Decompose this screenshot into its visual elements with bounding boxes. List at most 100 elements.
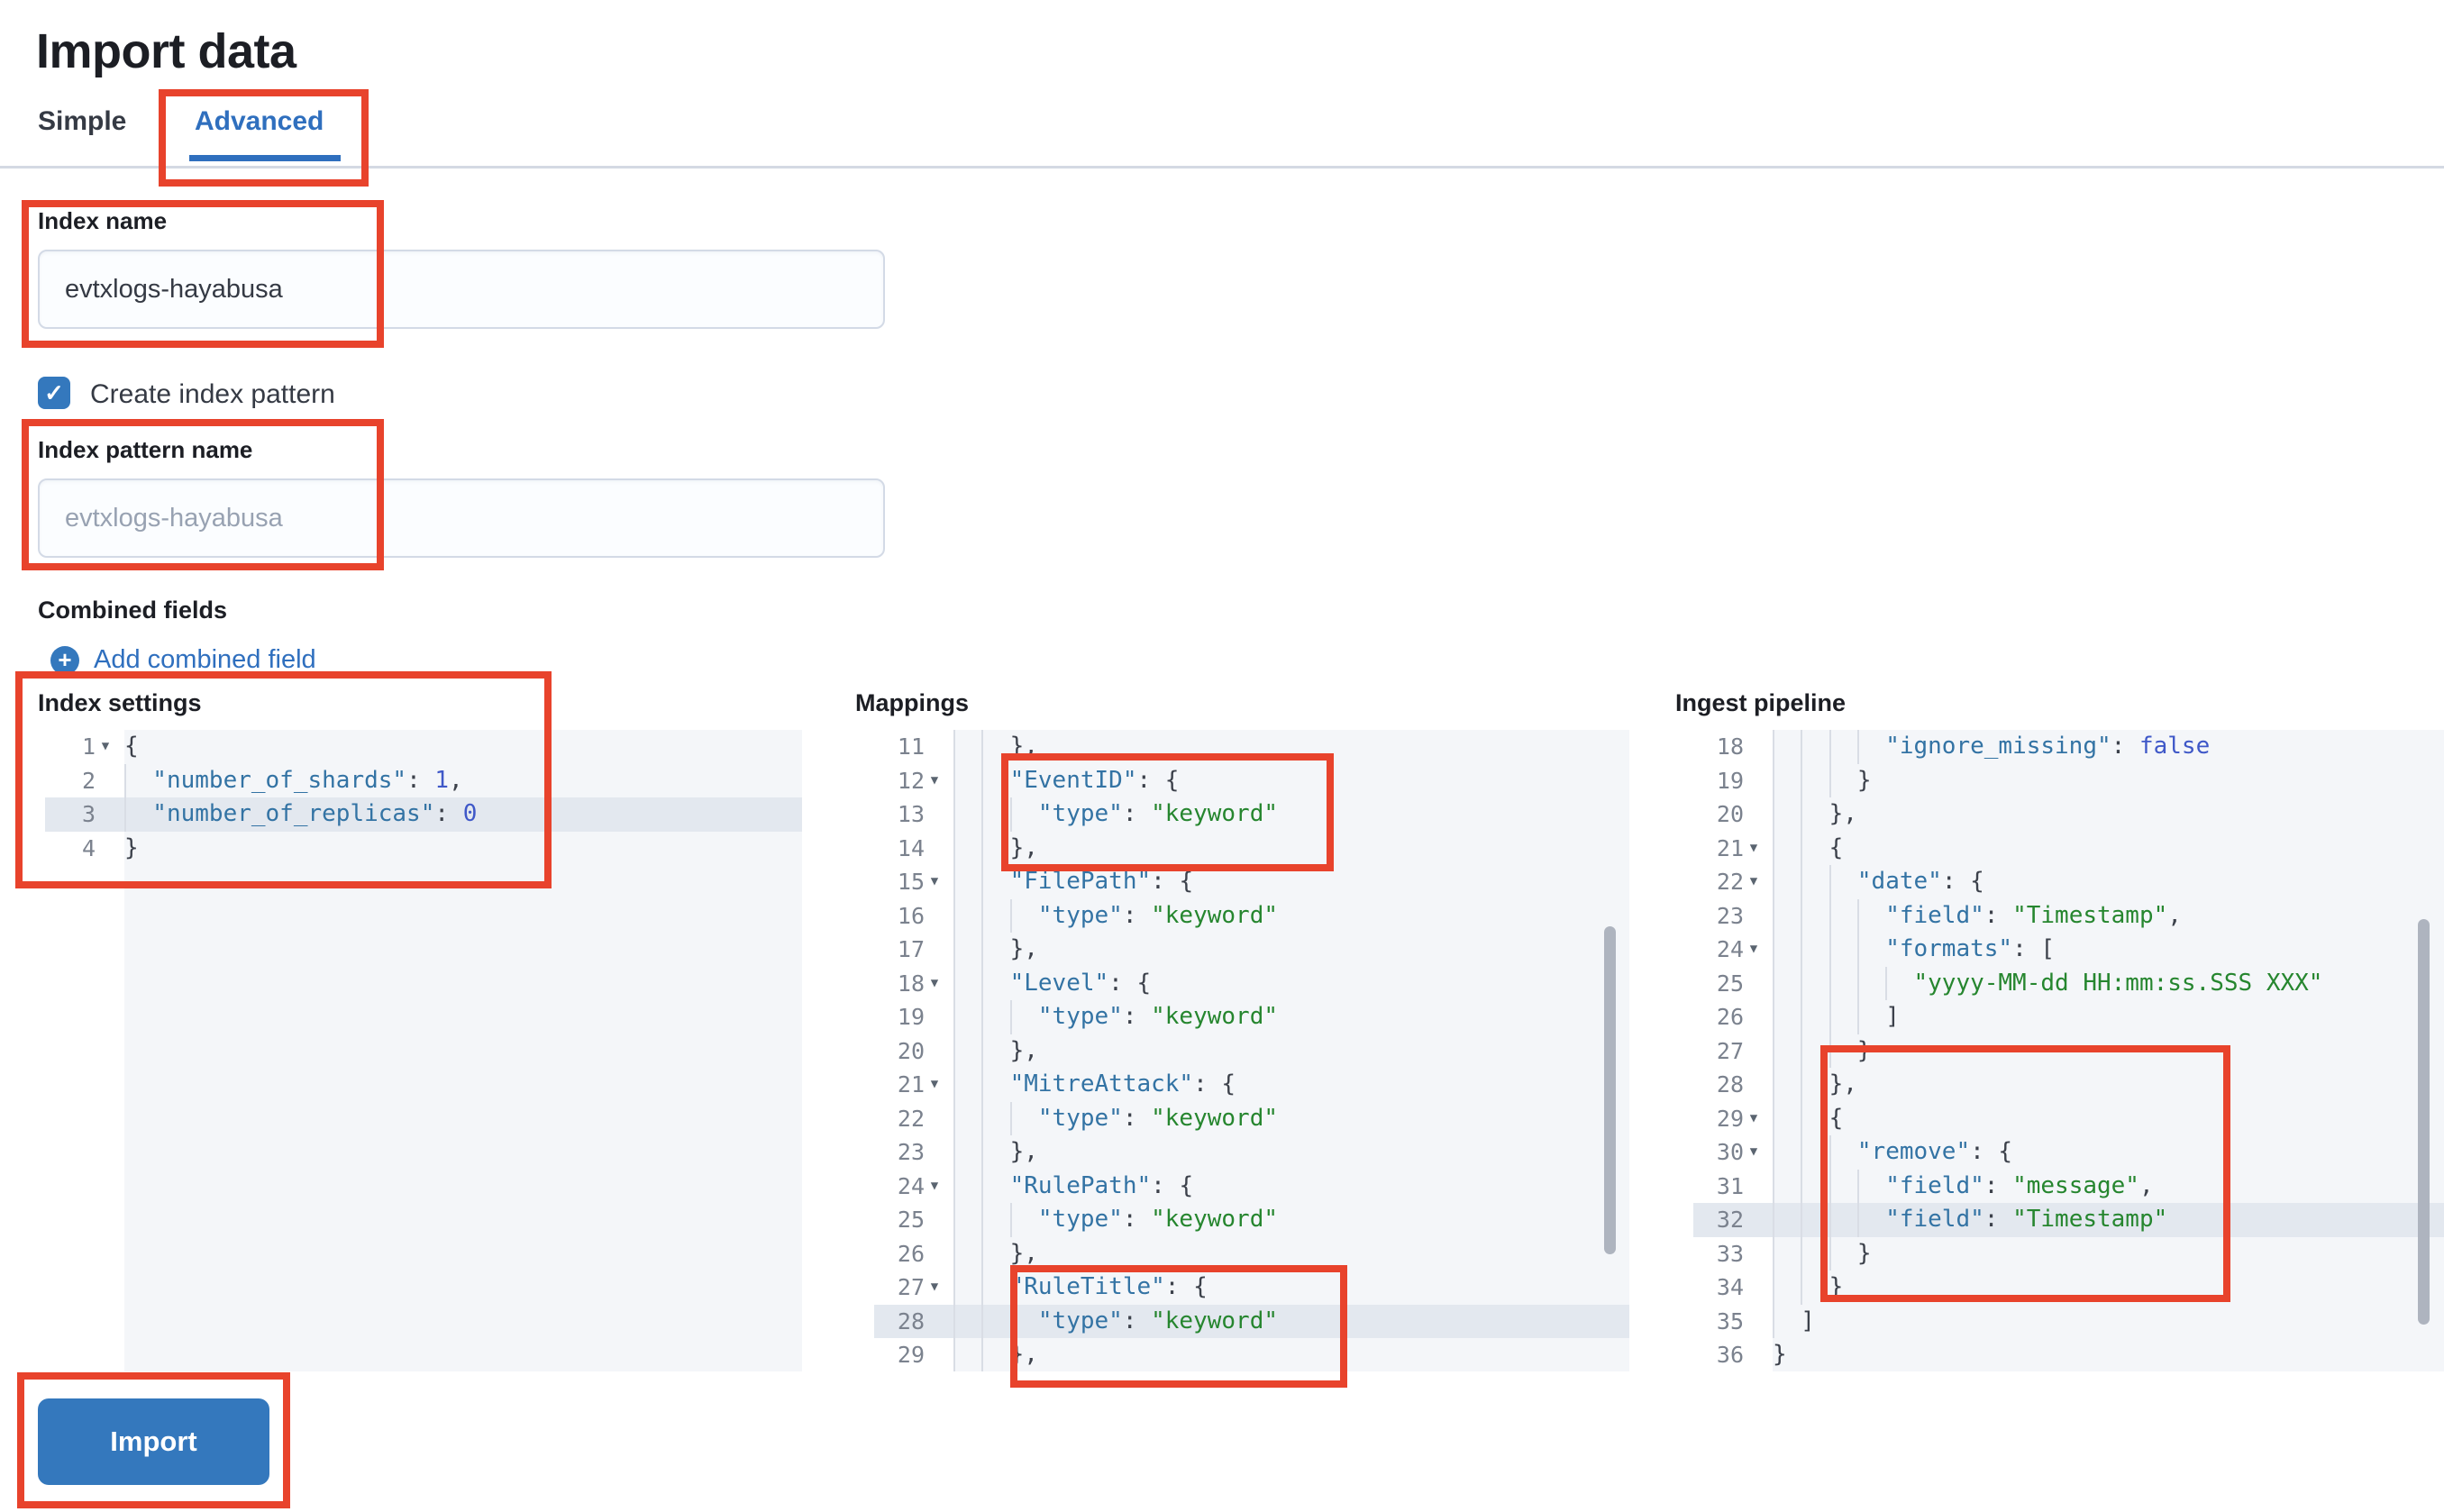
indent-guide: [953, 1000, 981, 1034]
line-number: 29: [1716, 1105, 1744, 1132]
code-line: 35]: [1693, 1304, 2444, 1338]
indent-guide: [1801, 966, 1828, 1000]
code-text: }: [1764, 763, 1872, 797]
code-text: }: [1764, 1271, 1843, 1305]
line-number: 1: [81, 733, 96, 760]
line-number: 28: [897, 1307, 925, 1334]
code-text: }: [1764, 1034, 1872, 1068]
plus-in-circle-icon: +: [50, 645, 79, 675]
code-text: "formats": [: [1764, 933, 2055, 967]
code-text: },: [1764, 1068, 1857, 1102]
checkmark-icon: ✓: [44, 378, 64, 406]
line-number: 36: [1716, 1342, 1744, 1368]
index-name-input[interactable]: [38, 250, 885, 329]
create-index-pattern-checkbox[interactable]: ✓: [38, 377, 70, 409]
indent-guide: [953, 831, 981, 865]
code-text: "date": {: [1764, 865, 1984, 899]
indent-guide: [981, 1203, 1009, 1237]
indent-guide: [1828, 966, 1857, 1000]
indent-guide: [953, 933, 981, 967]
indent-guide: [1828, 1236, 1857, 1271]
fold-toggle-icon[interactable]: ▼: [930, 874, 939, 888]
indent-guide: [953, 1236, 981, 1271]
fold-toggle-icon[interactable]: ▼: [1749, 874, 1758, 888]
ingest-pipeline-scrollbar[interactable]: [2418, 919, 2430, 1325]
indent-guide: [1773, 1236, 1801, 1271]
index-pattern-name-input[interactable]: [38, 478, 885, 558]
indent-guide: [1856, 966, 1885, 1000]
line-number: 20: [897, 1037, 925, 1064]
code-line: 1▼{: [45, 730, 802, 764]
line-number: 31: [1716, 1172, 1744, 1199]
indent-guide: [1773, 1203, 1801, 1237]
indent-guide: [1009, 1000, 1038, 1034]
indent-guide: [981, 763, 1009, 797]
code-line: 12▼"EventID": {: [874, 763, 1629, 797]
fold-toggle-icon[interactable]: ▼: [930, 1280, 939, 1294]
mappings-scrollbar[interactable]: [1604, 926, 1616, 1254]
line-number: 29: [897, 1342, 925, 1368]
indent-guide: [1856, 898, 1885, 933]
line-number: 20: [1716, 801, 1744, 827]
line-number: 4: [81, 834, 96, 861]
add-combined-field-link[interactable]: + Add combined field: [50, 645, 316, 675]
indent-guide: [953, 797, 981, 832]
index-name-label: Index name: [38, 207, 168, 234]
code-text: "Level": {: [944, 966, 1151, 1000]
code-line: 28"type": "keyword": [874, 1304, 1629, 1338]
fold-toggle-icon[interactable]: ▼: [1749, 840, 1758, 855]
code-text: },: [1764, 797, 1857, 832]
code-line: 27}: [1693, 1034, 2444, 1068]
indent-guide: [1828, 933, 1857, 967]
editor-gutter: [45, 730, 124, 1371]
indent-guide: [1773, 1101, 1801, 1135]
mappings-editor[interactable]: 11},12▼"EventID": {13"type": "keyword"14…: [874, 730, 1629, 1371]
indent-guide: [1773, 831, 1801, 865]
indent-guide: [953, 966, 981, 1000]
line-number: 30: [1716, 1139, 1744, 1165]
indent-guide: [953, 1135, 981, 1170]
line-number: 3: [81, 801, 96, 827]
code-text: "MitreAttack": {: [944, 1068, 1236, 1102]
tab-simple[interactable]: Simple: [38, 106, 127, 136]
tab-advanced[interactable]: Advanced: [195, 106, 324, 136]
fold-toggle-icon[interactable]: ▼: [930, 772, 939, 788]
code-text: }: [1764, 1236, 1872, 1271]
indent-guide: [1828, 1135, 1857, 1170]
line-number: 23: [897, 1139, 925, 1165]
indent-guide: [1801, 1203, 1828, 1237]
line-number: 22: [897, 1105, 925, 1132]
line-number: 25: [1716, 970, 1744, 997]
indent-guide: [981, 1068, 1009, 1102]
line-number: 25: [897, 1207, 925, 1233]
code-line: 30▼"remove": {: [1693, 1135, 2444, 1170]
fold-toggle-icon[interactable]: ▼: [930, 1077, 939, 1091]
indent-guide: [1801, 865, 1828, 899]
indent-guide: [1801, 730, 1828, 764]
indent-guide: [981, 966, 1009, 1000]
import-button[interactable]: Import: [38, 1398, 269, 1485]
indent-guide: [1801, 1000, 1828, 1034]
line-number: 13: [897, 801, 925, 827]
create-index-pattern-label[interactable]: Create index pattern: [90, 379, 335, 409]
indent-guide: [1773, 1000, 1801, 1034]
fold-toggle-icon[interactable]: ▼: [1749, 1110, 1758, 1125]
fold-toggle-icon[interactable]: ▼: [930, 1178, 939, 1193]
line-number: 11: [897, 733, 925, 760]
indent-guide: [1773, 1304, 1801, 1338]
indent-guide: [1009, 898, 1038, 933]
fold-toggle-icon[interactable]: ▼: [101, 739, 110, 753]
line-number: 28: [1716, 1071, 1744, 1098]
indent-guide: [953, 1338, 981, 1371]
index-settings-editor[interactable]: 1▼{2"number_of_shards": 1,3"number_of_re…: [45, 730, 802, 1371]
code-line: 31"field": "message",: [1693, 1169, 2444, 1203]
indent-guide: [1009, 1203, 1038, 1237]
fold-toggle-icon[interactable]: ▼: [1749, 1144, 1758, 1159]
fold-toggle-icon[interactable]: ▼: [1749, 942, 1758, 956]
indent-guide: [1856, 1203, 1885, 1237]
fold-toggle-icon[interactable]: ▼: [930, 975, 939, 990]
indent-guide: [1801, 1271, 1828, 1305]
indent-guide: [981, 730, 1009, 764]
indent-guide: [981, 797, 1009, 832]
